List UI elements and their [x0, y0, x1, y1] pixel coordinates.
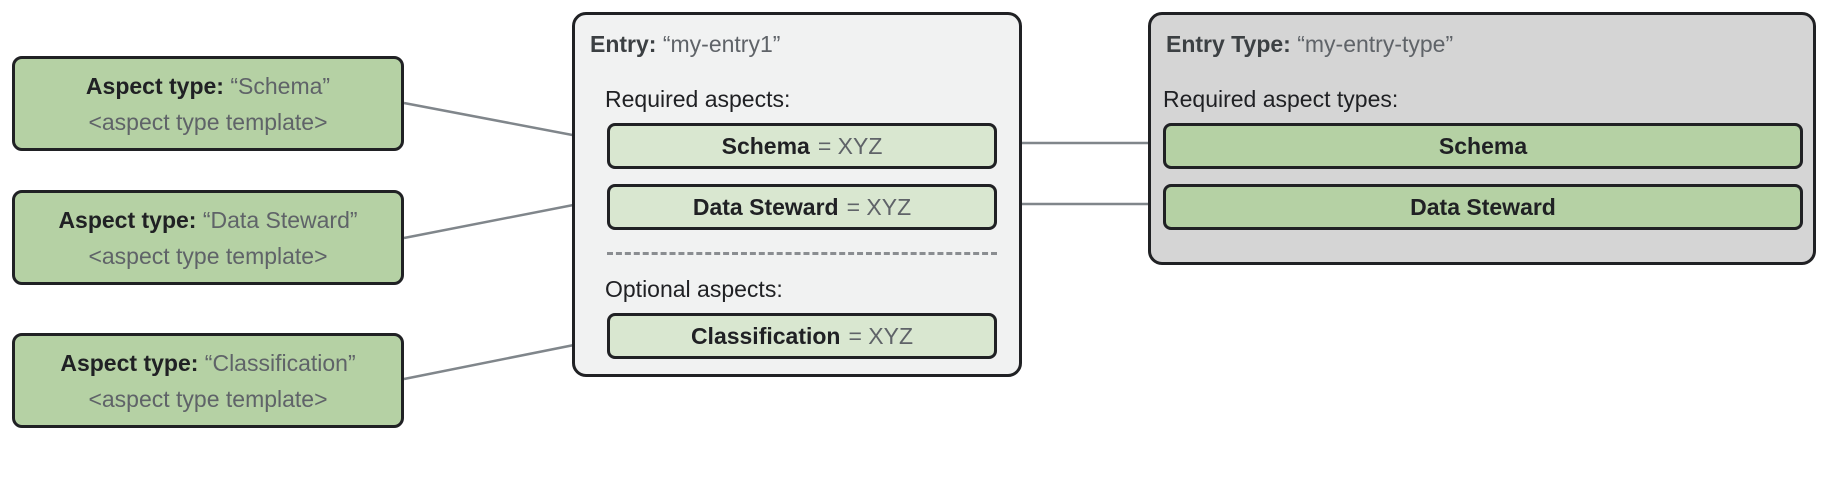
aspect-type-template: <aspect type template>	[88, 108, 328, 135]
aspect-type-title: Aspect type: “Schema”	[86, 73, 330, 99]
entry-panel-title: Entry: “my-entry1”	[590, 30, 780, 58]
aspect-type-label: Aspect type:	[85, 72, 224, 99]
entry-aspect-name: Schema	[721, 132, 810, 159]
aspect-type-template: <aspect type template>	[88, 385, 328, 412]
aspect-type-label: Aspect type:	[60, 349, 199, 376]
entry-type-aspect-data-steward[interactable]: Data Steward	[1163, 184, 1803, 230]
entry-aspect-schema[interactable]: Schema = XYZ	[607, 123, 997, 169]
entry-type-required-label: Required aspect types:	[1163, 86, 1399, 112]
entry-aspect-value: = XYZ	[846, 193, 912, 220]
entry-type-aspect-schema[interactable]: Schema	[1163, 123, 1803, 169]
entry-aspect-name: Classification	[690, 322, 841, 349]
entry-aspect-classification[interactable]: Classification = XYZ	[607, 313, 997, 359]
entry-title-label: Entry:	[590, 31, 657, 57]
entry-panel[interactable]: Entry: “my-entry1” Required aspects: Sch…	[572, 12, 1022, 377]
aspect-type-card-classification[interactable]: Aspect type: “Classification” <aspect ty…	[12, 333, 404, 428]
entry-aspect-value: = XYZ	[817, 132, 883, 159]
entry-aspect-name: Data Steward	[692, 193, 839, 220]
entry-type-panel-title: Entry Type: “my-entry-type”	[1166, 30, 1453, 58]
connector-datasteward-to-entry	[403, 197, 605, 240]
connector-schema-to-entry	[403, 101, 605, 143]
connector-classification-to-entry	[403, 337, 605, 381]
entry-required-aspects-label: Required aspects:	[605, 86, 791, 112]
aspect-type-label: Aspect type:	[58, 206, 197, 233]
aspect-type-title: Aspect type: “Classification”	[60, 350, 355, 376]
aspect-type-card-data-steward[interactable]: Aspect type: “Data Steward” <aspect type…	[12, 190, 404, 285]
aspect-type-card-schema[interactable]: Aspect type: “Schema” <aspect type templ…	[12, 56, 404, 151]
aspect-type-title: Aspect type: “Data Steward”	[58, 207, 357, 233]
aspect-type-name: “Data Steward”	[202, 206, 358, 233]
entry-type-title-label: Entry Type:	[1166, 31, 1291, 57]
entry-aspect-value: = XYZ	[848, 322, 914, 349]
aspect-type-name: “Classification”	[204, 349, 356, 376]
entry-title-name: “my-entry1”	[662, 31, 781, 57]
aspect-type-name: “Schema”	[230, 72, 331, 99]
entry-section-divider	[607, 252, 997, 255]
entry-aspect-data-steward[interactable]: Data Steward = XYZ	[607, 184, 997, 230]
entry-type-panel[interactable]: Entry Type: “my-entry-type” Required asp…	[1148, 12, 1816, 265]
entry-type-title-name: “my-entry-type”	[1297, 31, 1454, 57]
aspect-type-template: <aspect type template>	[88, 242, 328, 269]
entry-optional-aspects-label: Optional aspects:	[605, 276, 783, 302]
